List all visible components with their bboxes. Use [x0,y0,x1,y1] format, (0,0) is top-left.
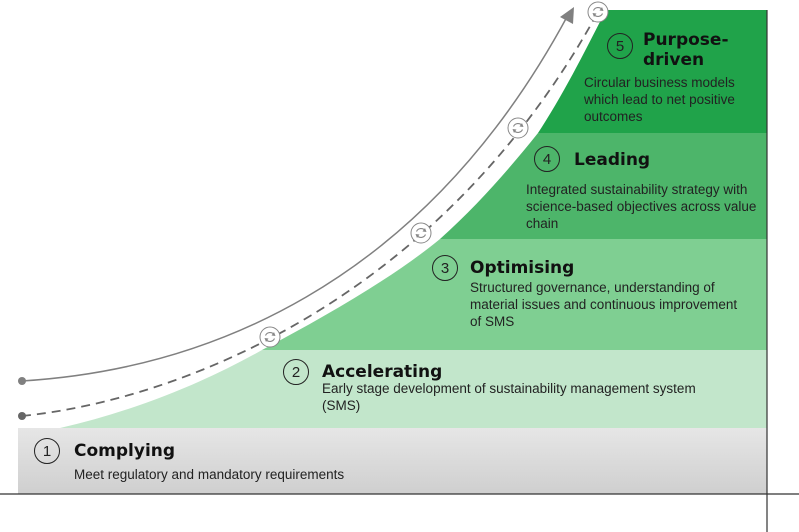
cycle-icon [587,1,609,23]
stage-3-title: Optimising [470,258,575,278]
stage-1-band [18,428,767,494]
stage-5-number: 5 [607,33,633,59]
stage-2-band [60,350,767,428]
curve-start-dot [18,377,26,385]
stage-2-title: Accelerating [322,362,443,382]
stage-5-title: Purpose-driven [643,30,729,70]
cycle-icon [507,117,529,139]
arrow-head-icon [560,7,574,24]
cycle-icon [410,222,432,244]
cycle-icon [259,326,281,348]
journey-dashed-curve [21,11,599,417]
growth-curve [21,14,569,382]
stage-4-title: Leading [574,150,651,170]
stage-1-title: Complying [74,441,176,461]
stage-4-number: 4 [534,146,560,172]
stage-2-description: Early stage development of sustainabilit… [322,381,696,413]
stage-1-description: Meet regulatory and mandatory requiremen… [74,467,345,482]
stage-3-description: Structured governance, understanding of … [470,280,738,329]
stage-5-band [538,10,767,133]
stage-4-description: Integrated sustainability strategy with … [526,182,757,231]
stage-4-band [440,133,767,239]
stage-5-description: Circular business models which lead to n… [584,75,735,124]
dashed-start-dot [18,412,26,420]
stage-3-number: 3 [432,255,458,281]
stage-1-number: 1 [34,438,60,464]
stage-3-band [262,239,767,350]
stage-2-number: 2 [283,359,309,385]
